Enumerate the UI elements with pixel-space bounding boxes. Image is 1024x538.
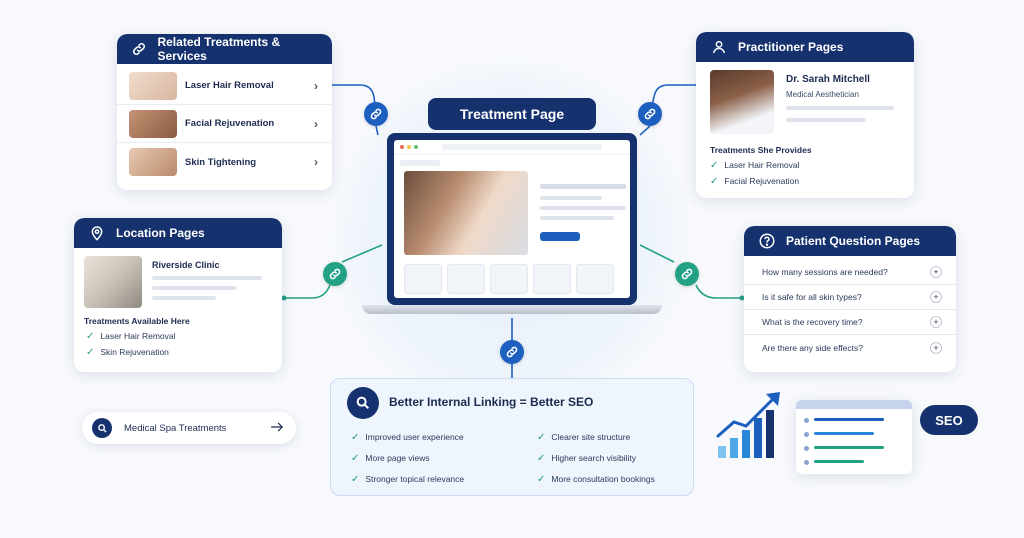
check-icon: ✓ [86,330,95,342]
patient-questions-title: Patient Question Pages [786,234,921,248]
location-treatment-list: ✓Laser Hair Removal ✓Skin Rejuvenation [86,328,176,360]
list-item: ✓More page views [351,452,430,464]
related-item-laser-hair-removal[interactable]: Laser Hair Removal › [117,67,332,105]
search-icon [92,418,112,438]
search-label: Medical Spa Treatments [124,422,227,434]
check-icon: ✓ [86,346,95,358]
chevron-right-icon: › [314,78,318,93]
browser-window [394,140,630,298]
window-controls [400,145,418,149]
list-item: ✓Improved user experience [351,431,464,443]
address-bar [442,144,602,150]
question-item[interactable]: What is the recovery time?+ [744,310,956,335]
related-item-label: Laser Hair Removal [185,80,274,91]
location-card: Location Pages Riverside Clinic Treatmen… [74,218,282,372]
check-icon: ✓ [710,175,719,187]
question-item[interactable]: Is it safe for all skin types?+ [744,285,956,310]
check-icon: ✓ [537,452,546,464]
patient-questions-header: Patient Question Pages [744,226,956,256]
related-item-skin-tightening[interactable]: Skin Tightening › [117,143,332,181]
check-icon: ✓ [351,473,360,485]
treatment-thumbnail [129,148,177,176]
related-treatments-card: Related Treatments & Services Laser Hair… [117,34,332,190]
arrow-right-icon [270,421,284,436]
link-icon [675,262,699,286]
benefits-list: ✓Improved user experience ✓Clearer site … [351,429,697,487]
practitioner-name: Dr. Sarah Mitchell [786,74,870,85]
link-icon [364,102,388,126]
location-pin-icon [88,224,106,242]
seo-results-window [796,400,912,474]
nav-bar [400,160,440,166]
laptop-screen [387,133,637,305]
link-icon [131,40,147,58]
book-button[interactable] [540,232,580,241]
search-icon [347,387,379,419]
list-item: ✓More consultation bookings [537,473,655,485]
related-item-label: Skin Tightening [185,156,257,168]
link-icon [638,102,662,126]
treatment-thumbnail [129,71,177,100]
link-icon [500,340,524,364]
check-icon: ✓ [537,473,546,485]
chevron-right-icon: › [314,155,318,169]
location-title: Location Pages [116,226,205,240]
list-item: ✓Stronger topical relevance [351,473,465,485]
plus-icon[interactable]: + [930,316,942,328]
related-treatments-header: Related Treatments & Services [117,34,332,64]
plus-icon[interactable]: + [930,341,942,354]
practitioner-treatment-list: ✓Laser Hair Removal ✓Facial Rejuvenation [710,157,800,189]
list-item[interactable]: ✓Laser Hair Removal [86,330,176,342]
check-icon: ✓ [351,452,360,464]
check-icon: ✓ [710,159,719,171]
practitioner-role: Medical Aesthetician [786,90,859,99]
question-item[interactable]: Are there any side effects?+ [744,335,956,360]
treatment-page-title: Treatment Page [428,98,596,130]
practitioner-photo [710,70,774,134]
hero-image [404,171,528,255]
plus-icon[interactable]: + [930,291,942,303]
laptop-base [362,305,662,314]
clinic-photo [84,256,142,308]
related-treatments-title: Related Treatments & Services [157,35,281,63]
plus-icon[interactable]: + [930,266,942,278]
clinic-name: Riverside Clinic [152,260,220,270]
location-header: Location Pages [74,218,282,248]
list-item[interactable]: ✓Facial Rejuvenation [710,175,800,187]
practitioner-header: Practitioner Pages [696,32,914,62]
related-item-label: Facial Rejuvenation [185,118,275,129]
practitioner-treatments-heading: Treatments She Provides [710,145,812,155]
practitioner-card: Practitioner Pages Dr. Sarah Mitchell Me… [696,32,914,198]
growth-chart-icon [716,392,780,458]
feature-tiles [404,264,614,294]
user-icon [710,38,728,56]
check-icon: ✓ [537,431,546,443]
practitioner-title: Practitioner Pages [738,40,844,54]
benefits-card: Better Internal Linking = Better SEO ✓Im… [330,378,694,496]
question-item[interactable]: How many sessions are needed?+ [744,260,956,285]
related-item-facial-rejuvenation[interactable]: Facial Rejuvenation › [117,105,332,143]
seo-badge: SEO [920,405,978,435]
chevron-right-icon: › [314,116,318,131]
treatment-thumbnail [129,109,177,138]
search-pill[interactable]: Medical Spa Treatments [82,412,296,444]
list-item: ✓Higher search visibility [537,452,636,464]
check-icon: ✓ [351,431,360,443]
list-item[interactable]: ✓Skin Rejuvenation [86,346,169,358]
patient-questions-card: Patient Question Pages How many sessions… [744,226,956,372]
question-icon [758,232,776,250]
location-treatments-heading: Treatments Available Here [84,316,190,326]
list-item: ✓Clearer site structure [537,431,631,443]
link-icon [323,262,347,286]
benefits-title: Better Internal Linking = Better SEO [389,395,594,409]
list-item[interactable]: ✓Laser Hair Removal [710,159,800,171]
